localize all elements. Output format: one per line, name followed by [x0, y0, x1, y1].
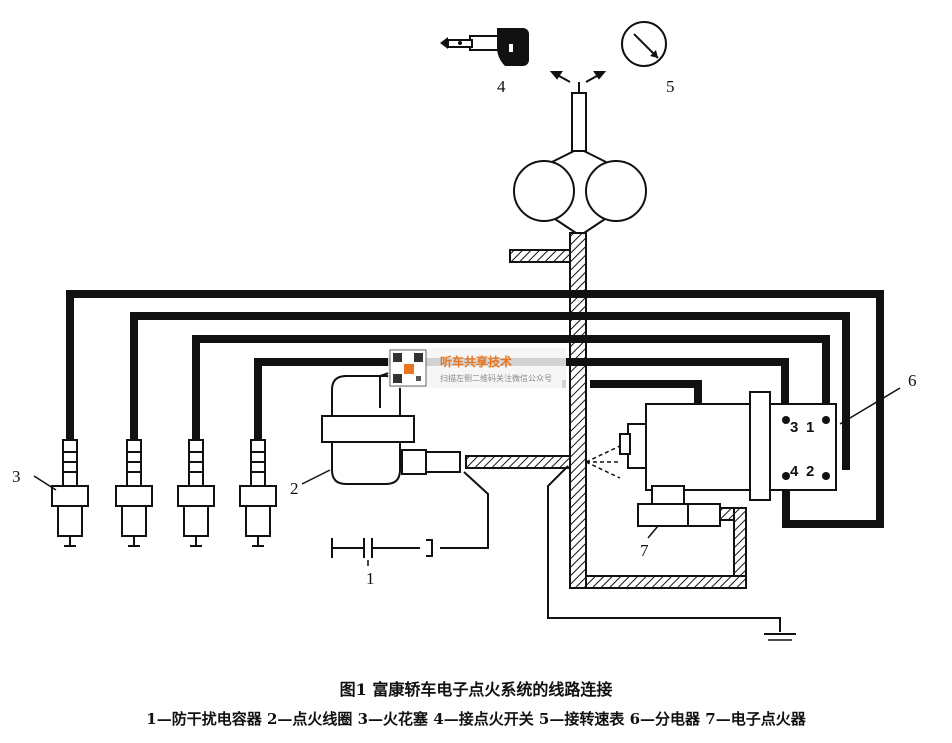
distributor [619, 391, 837, 501]
wiring-harness-conduit [465, 232, 747, 589]
label-4: 4 [497, 77, 506, 96]
figure-legend: 1—防干扰电容器 2—点火线圈 3—火花塞 4—接点火开关 5—接转速表 6—分… [146, 710, 806, 728]
watermark-subtitle: 扫描左侧二维码关注微信公众号 [440, 373, 552, 383]
distributor-terminals [782, 416, 830, 480]
pin-3: 3 [790, 419, 798, 436]
label-1: 1 [366, 569, 375, 588]
capacitor-icon [331, 471, 489, 566]
pin-2: 2 [806, 463, 814, 480]
split-arrows [549, 71, 607, 83]
spark-plug-icon [115, 439, 153, 547]
electronic-igniter [637, 485, 721, 527]
label-3: 3 [12, 467, 21, 486]
qr-code-icon [389, 349, 427, 387]
pin-4: 4 [790, 463, 799, 480]
upper-connector [513, 82, 647, 234]
spark-plug-icon [51, 439, 89, 547]
label-7: 7 [640, 541, 649, 560]
pin-1: 1 [806, 419, 814, 436]
spark-plug-icon [177, 439, 215, 547]
ignition-key-icon [440, 28, 529, 66]
ignition-coil [321, 371, 461, 485]
ground-wire [547, 465, 796, 641]
watermark-banner: 听车共享技术 扫描左侧二维码关注微信公众号 [388, 348, 566, 388]
spark-plug-icon [239, 439, 277, 547]
ignition-wiring-diagram: 4 5 [12, 21, 917, 641]
spark-plugs [51, 439, 277, 547]
watermark-title: 听车共享技术 [440, 354, 512, 369]
sensor-dash-lines [585, 445, 621, 479]
tachometer-gauge-icon [621, 21, 667, 67]
label-2: 2 [290, 479, 299, 498]
label-6: 6 [908, 371, 917, 390]
label-5: 5 [666, 77, 675, 96]
figure-title: 图1 富康轿车电子点火系统的线路连接 [339, 680, 613, 699]
